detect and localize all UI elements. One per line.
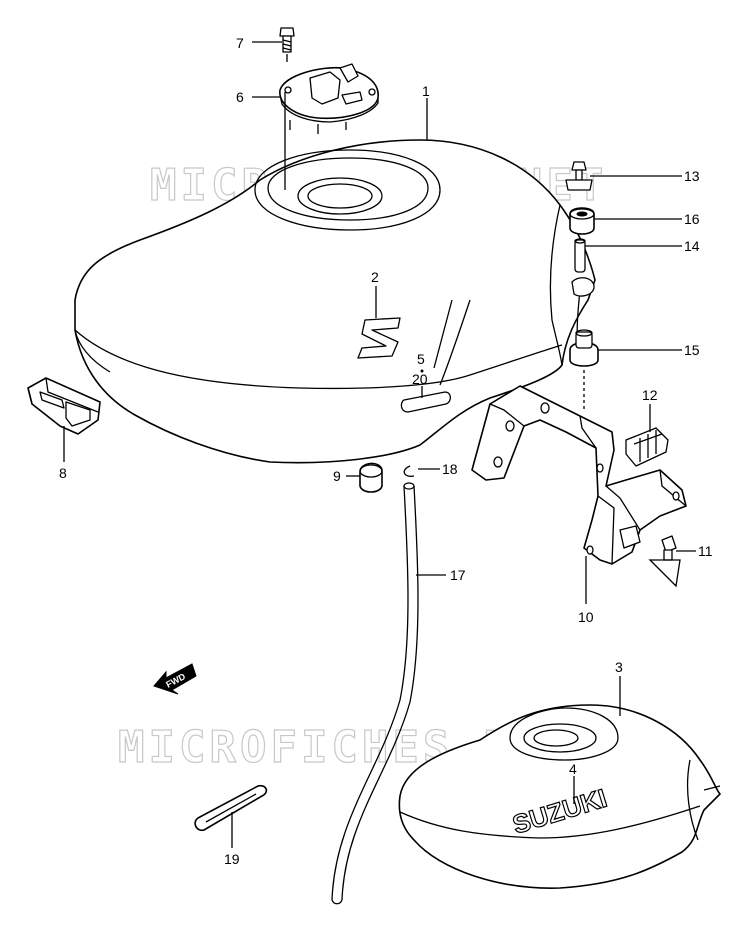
drain-hose [331,482,419,905]
callout-9: 9 [333,468,341,484]
callout-8: 8 [59,465,67,481]
callout-19: 19 [224,851,240,867]
callout-5: 5 [417,351,425,367]
callout-20: 20 [412,371,428,387]
callout-3: 3 [615,659,623,675]
tank-mount-bolt [565,161,593,191]
hose-clamp [194,784,268,832]
cap-bolt [279,27,295,62]
callout-15: 15 [684,342,700,358]
bracket-cushion [625,427,669,467]
callout-16: 16 [684,211,700,227]
callout-2: 2 [371,269,379,285]
callout-5-dot [420,369,424,373]
tank-mount-bracket [471,370,687,565]
cushion-washer [569,207,595,235]
callout-18: 18 [442,461,458,477]
fuel-tank-main [74,139,596,464]
leader-lines [63,41,696,848]
tank-cushion [27,377,101,435]
forward-direction-arrow: FWD [153,663,197,695]
fuel-cap [279,63,379,134]
mount-cushion [569,329,599,367]
callout-6: 6 [236,89,244,105]
hose-clip [403,465,415,477]
bracket-bolt [648,535,681,588]
callout-13: 13 [684,168,700,184]
callout-4: 4 [569,761,577,777]
callouts: 7 6 1 2 5 20 8 9 18 17 13 16 14 15 12 11… [59,35,713,867]
callout-7: 7 [236,35,244,51]
callout-11: 11 [698,543,713,559]
spacer [574,238,586,273]
callout-17: 17 [450,567,466,583]
callout-10: 10 [578,609,594,625]
callout-12: 12 [642,387,658,403]
callout-14: 14 [684,238,700,254]
tank-cushion-rubber [359,462,383,493]
fuel-tank-variant: SUZUKI [398,704,721,889]
callout-1: 1 [422,83,430,99]
